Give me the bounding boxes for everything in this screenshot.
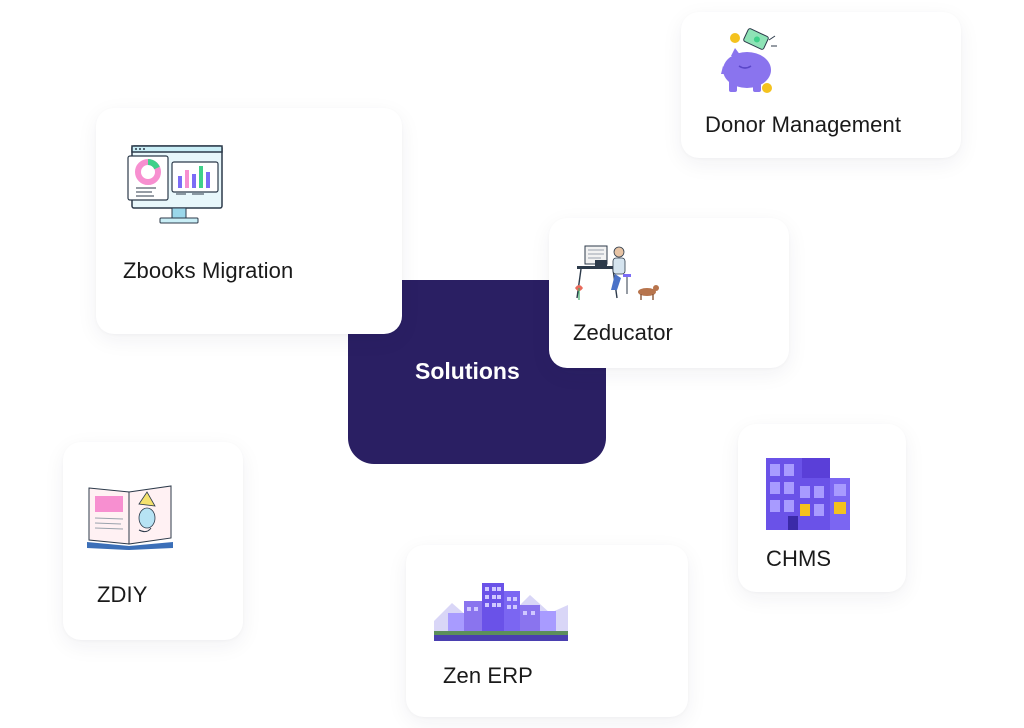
solution-label: Donor Management xyxy=(705,112,902,137)
solution-label: CHMS xyxy=(766,546,832,571)
building-icon xyxy=(766,458,850,530)
solution-label: Zbooks Migration xyxy=(123,258,294,283)
solution-card-zeducator[interactable]: Zeducator xyxy=(549,218,789,368)
solution-card-zbooks-migration[interactable]: Zbooks Migration xyxy=(96,108,402,334)
solution-label: ZDIY xyxy=(97,582,148,607)
city-skyline-icon xyxy=(434,573,568,641)
hub-title: Solutions xyxy=(415,358,520,384)
solution-card-zdiy[interactable]: ZDIY xyxy=(63,442,243,640)
solution-label: Zeducator xyxy=(573,320,673,345)
solution-card-chms[interactable]: CHMS xyxy=(738,424,906,592)
open-book-icon xyxy=(85,482,175,550)
teacher-desk-icon xyxy=(571,238,663,304)
piggy-bank-icon xyxy=(717,26,785,98)
solution-card-zen-erp[interactable]: Zen ERP xyxy=(406,545,688,717)
solution-card-donor-management[interactable]: Donor Management xyxy=(681,12,961,158)
dashboard-monitor-icon xyxy=(126,144,224,226)
solution-label: Zen ERP xyxy=(443,663,533,688)
